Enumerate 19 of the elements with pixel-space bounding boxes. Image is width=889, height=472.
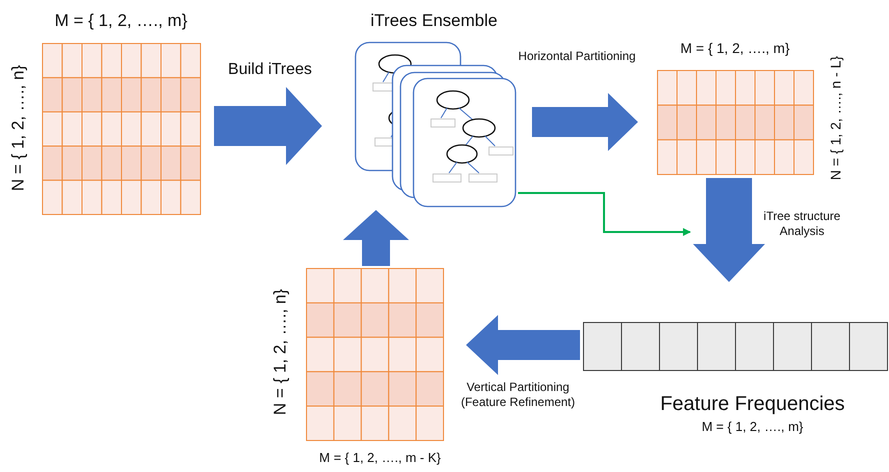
block-arrow <box>466 315 580 375</box>
block-arrow <box>214 87 322 165</box>
column-set-label: M = { 1, 2, …., m - K} <box>318 450 442 466</box>
edge-label: Build iTrees <box>227 60 313 80</box>
connector-arrow <box>518 192 691 236</box>
edge-label: iTree structure Analysis <box>762 209 842 239</box>
column-set-label: M = { 1, 2, …., m} <box>54 10 188 32</box>
bar-title: Feature Frequencies <box>659 392 846 417</box>
block-arrow <box>693 178 765 282</box>
column-set-label: M = { 1, 2, …., m} <box>679 40 791 58</box>
block-arrow <box>532 93 638 151</box>
column-set-label: M = { 1, 2, …., m} <box>700 419 804 436</box>
block-arrow <box>343 210 409 266</box>
edge-label: Vertical Partitioning (Feature Refinement) <box>460 380 576 410</box>
edge-label: Horizontal Partitioning <box>517 49 637 64</box>
row-set-label: N = { 1, 2, …., n - L} <box>827 56 844 180</box>
ensemble-title: iTrees Ensemble <box>370 10 498 32</box>
row-set-label: N = { 1, 2, …., n} <box>269 288 290 416</box>
row-set-label: N = { 1, 2, …., n} <box>7 64 28 192</box>
